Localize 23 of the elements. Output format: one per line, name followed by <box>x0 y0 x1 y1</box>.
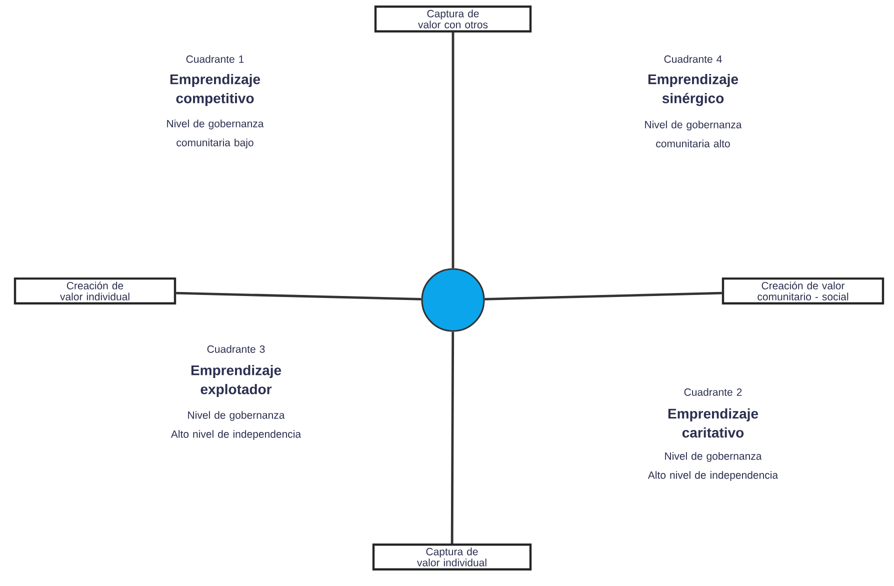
quadrant-description: Nivel de gobernanza comunitaria bajo <box>167 120 264 148</box>
quadrant-description: Nivel de gobernanza comunitaria alto <box>645 120 742 148</box>
connector-line <box>450 332 454 544</box>
quadrant-number: Alto nivel de independencia <box>648 471 778 481</box>
quadrant-number: Cuadrante 3 <box>207 345 265 353</box>
value-box: Captura de valor individual <box>372 544 532 570</box>
value-box: Creación de valor comunitario - social <box>722 277 884 305</box>
quadrant-number: Cuadrante 4 <box>664 55 722 63</box>
quadrant-title: Emprendizaje competitivo <box>170 74 260 106</box>
quadrant-title: Emprendizaje explotador <box>191 364 282 398</box>
connector-line <box>484 292 722 300</box>
value-box: Captura de valor con otros <box>374 6 532 32</box>
center-circle <box>421 268 485 332</box>
value-box: Creación de valor individual <box>14 277 176 305</box>
quadrant-number: Nivel de gobernanza <box>665 452 762 462</box>
connector-line <box>176 292 422 300</box>
quadrant-number: Nivel de gobernanza <box>188 411 285 421</box>
quadrant-title: Emprendizaje sinérgico <box>648 74 738 106</box>
quadrant-title: Emprendizaje caritativo <box>668 408 758 438</box>
quadrant-number: Cuadrante 1 <box>186 55 244 63</box>
quadrant-number: Alto nivel de independencia <box>170 430 302 440</box>
quadrant-number: Cuadrante 2 <box>684 388 742 396</box>
connector-line <box>452 32 454 268</box>
